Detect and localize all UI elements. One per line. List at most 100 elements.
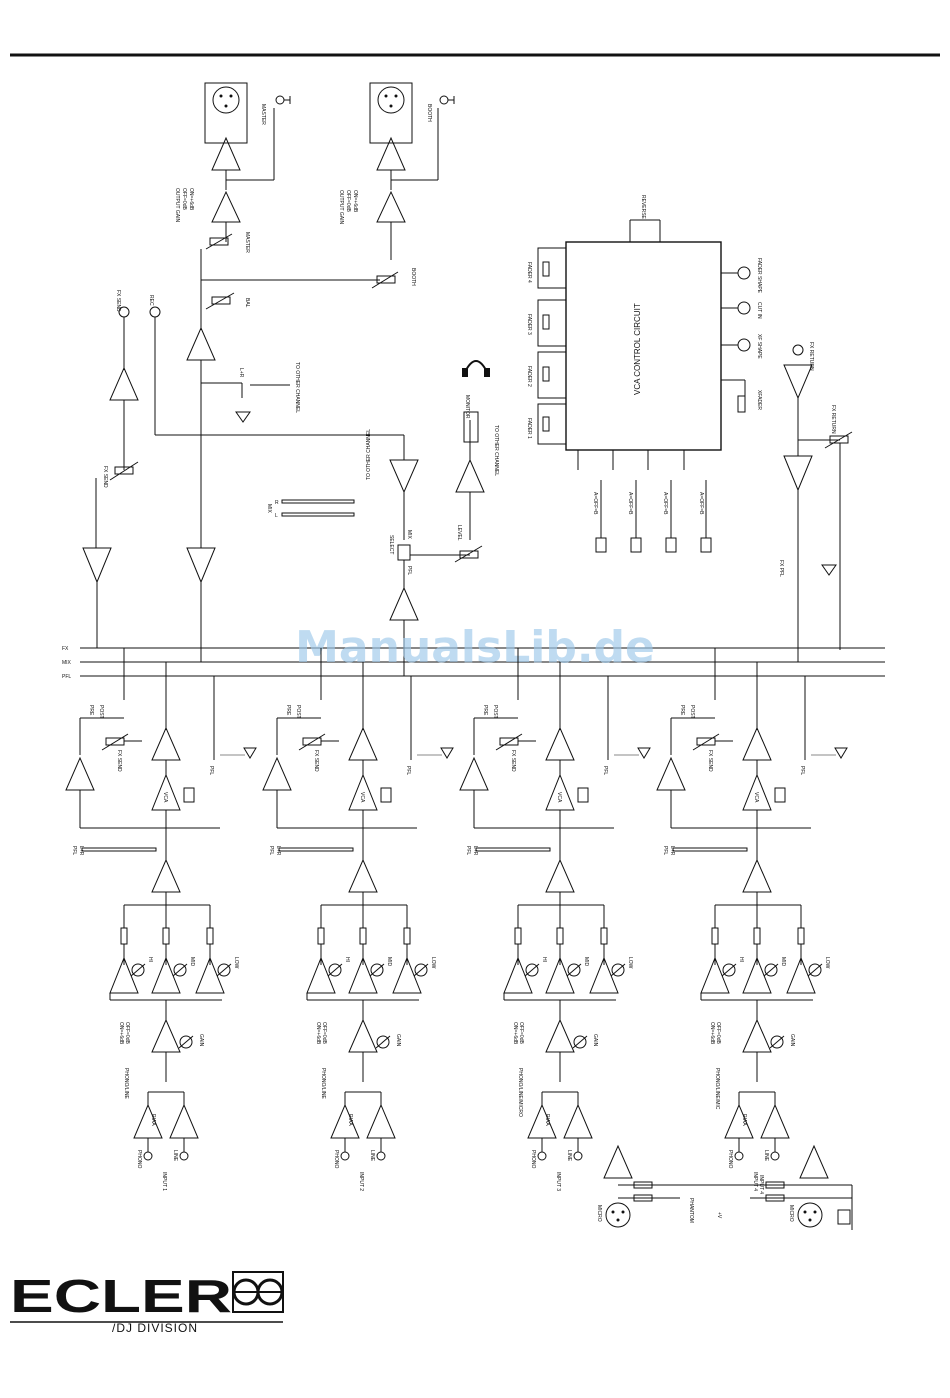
line-amp bbox=[760, 1103, 790, 1139]
select-switch bbox=[397, 544, 411, 561]
micro-right-label: MICRO bbox=[788, 1205, 794, 1222]
lr-led bbox=[235, 411, 251, 423]
line-input-label: LINE bbox=[369, 1150, 375, 1162]
line-amp bbox=[366, 1103, 396, 1139]
gain-switch-off: OFF=0dB bbox=[715, 1022, 721, 1044]
micro-section: MICRO MICRO PHANTOM +V INPUT 4 bbox=[596, 1144, 853, 1230]
bal-pot bbox=[211, 296, 231, 305]
meter-r bbox=[281, 499, 355, 504]
pfl-meter bbox=[81, 847, 157, 852]
phono-input-label: PHONO bbox=[727, 1150, 733, 1168]
to-other-channel-label-3: TO OTHER CHANNEL bbox=[493, 425, 499, 476]
riaa-label: RIAA bbox=[544, 1114, 550, 1126]
vca-label: VCA bbox=[556, 792, 562, 803]
booth-xlr-connector bbox=[377, 86, 405, 114]
pfl-meter bbox=[475, 847, 551, 852]
phantom-voltage-label: +V bbox=[716, 1212, 722, 1219]
eq-resistor bbox=[120, 927, 128, 945]
meter-pfl-label: PFL bbox=[268, 846, 274, 855]
input-name-label: INPUT 4 bbox=[752, 1172, 758, 1191]
eq-knob bbox=[131, 963, 145, 977]
eq-label: HI bbox=[344, 957, 350, 962]
eq-label: MID bbox=[780, 957, 786, 967]
pfl-label: PFL bbox=[602, 766, 608, 775]
post-fader-amp bbox=[348, 726, 378, 761]
eq-label: LOW bbox=[430, 957, 436, 969]
meter-l bbox=[281, 512, 355, 517]
meter-r-label: R bbox=[275, 500, 279, 506]
eq-label: LOW bbox=[233, 957, 239, 969]
meter-pfl-label: PFL bbox=[662, 846, 668, 855]
phono-line-selector-label: PHONO/LINE/MIC bbox=[714, 1068, 720, 1110]
eq-knob bbox=[611, 963, 625, 977]
pre-label: PRE bbox=[679, 705, 685, 716]
pfl-led bbox=[637, 747, 651, 759]
vca-title: VCA CONTROL CIRCUIT bbox=[633, 303, 642, 395]
bal-pot-label: BAL bbox=[244, 298, 250, 308]
fx-return-amp bbox=[783, 364, 813, 400]
fx-pfl-label: FX PFL bbox=[778, 560, 784, 577]
eq-knob bbox=[370, 963, 384, 977]
line-amp bbox=[169, 1103, 199, 1139]
eq-knob bbox=[414, 963, 428, 977]
phono-line-selector-label: PHONO/LINE bbox=[320, 1068, 326, 1100]
post-label: POST bbox=[98, 705, 104, 719]
booth-pot-label: BOOTH bbox=[410, 268, 416, 286]
phono-jack bbox=[734, 1151, 744, 1161]
eq-label: HI bbox=[541, 957, 547, 962]
eq-label: MID bbox=[189, 957, 195, 967]
meter-pfl-label: PFL bbox=[465, 846, 471, 855]
monitor-amp bbox=[455, 458, 485, 493]
vca-control-box bbox=[565, 241, 722, 451]
booth-label: BOOTH bbox=[426, 104, 432, 122]
fader-4-label: FADER 4 bbox=[526, 262, 532, 283]
meter-lr-label: L+R bbox=[78, 846, 84, 856]
level-label: LEVEL bbox=[456, 525, 462, 541]
channel-line-amp bbox=[348, 858, 378, 893]
gain-amp bbox=[348, 1018, 378, 1053]
eq-knob bbox=[525, 963, 539, 977]
post-fader-amp bbox=[151, 726, 181, 761]
master-pot bbox=[209, 237, 229, 246]
eq-knob bbox=[567, 963, 581, 977]
eq-resistor bbox=[403, 927, 411, 945]
channel-line-amp bbox=[545, 858, 575, 893]
phono-line-selector-label: PHONO/LINE/MICRO bbox=[517, 1068, 523, 1117]
gain-switch-off: OFF=0dB bbox=[321, 1022, 327, 1044]
gain-label: GAIN bbox=[198, 1034, 204, 1047]
booth-output-gain-off: OFF=0dB bbox=[345, 190, 351, 212]
fx-return-jack-label: FX RETURN bbox=[808, 342, 814, 371]
gain-switch-on: ON=+6dB bbox=[709, 1022, 715, 1045]
vca-4-tag bbox=[595, 537, 607, 553]
master-xlr-box bbox=[204, 82, 248, 144]
master-rca-jack bbox=[275, 95, 285, 105]
pre-label: PRE bbox=[88, 705, 94, 716]
pfl-led bbox=[440, 747, 454, 759]
eq-label: HI bbox=[738, 957, 744, 962]
fader-3-label: FADER 3 bbox=[526, 314, 532, 335]
micro-left-label: MICRO bbox=[596, 1205, 602, 1222]
meter-lr-label: L+R bbox=[275, 846, 281, 856]
vca-assign-switches: A=OFF=B A=OFF=B A=OFF=B A=OFF=B bbox=[577, 450, 712, 553]
fx-send-label: FX SEND bbox=[510, 750, 516, 772]
pfl-label: PFL bbox=[799, 766, 805, 775]
line-jack bbox=[770, 1151, 780, 1161]
mix-sum-amp bbox=[186, 547, 216, 584]
fader-2-label: FADER 2 bbox=[526, 366, 532, 387]
pre-label: PRE bbox=[285, 705, 291, 716]
fader-2-box bbox=[537, 351, 567, 399]
headphones-icon bbox=[462, 360, 490, 377]
logo-brand: ECLER bbox=[10, 1270, 232, 1322]
eq-knob bbox=[328, 963, 342, 977]
master-xlr-connector bbox=[212, 86, 240, 114]
watermark: ManualsLib.de bbox=[295, 622, 655, 673]
eq-knob bbox=[764, 963, 778, 977]
lr-switch-label: L+R bbox=[238, 368, 244, 378]
fx-return-buffer-amp bbox=[783, 455, 813, 492]
eq-label: MID bbox=[583, 957, 589, 967]
gain-switch-on: ON=+6dB bbox=[315, 1022, 321, 1045]
meter-pfl-label: PFL bbox=[71, 846, 77, 855]
gain-knob bbox=[179, 1035, 193, 1049]
xf-shape-knob bbox=[737, 338, 751, 352]
